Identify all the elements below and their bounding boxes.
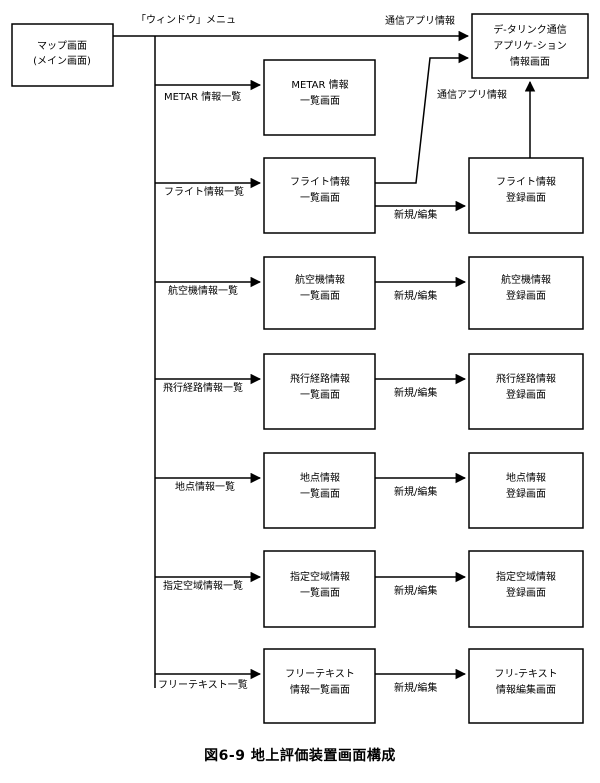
freetext-list-line1: フリーテキスト [285, 669, 355, 680]
route-reg-line2: 登録画面 [506, 388, 546, 401]
aircraft-reg-line1: 航空機情報 [501, 273, 551, 286]
metar-menu-label: METAR 情報一覧 [164, 90, 241, 103]
point-edit-label: 新規/編集 [394, 485, 437, 498]
flight-menu-label: フライト情報一覧 [164, 185, 244, 198]
freetext-reg-line1: フリ-テキスト [494, 669, 557, 680]
route-menu-label: 飛行経路情報一覧 [163, 381, 243, 394]
flight-edit-label: 新規/編集 [394, 208, 437, 221]
flight-reg-box [468, 157, 584, 234]
airspace-edit-label: 新規/編集 [394, 584, 437, 597]
freetext-menu-label: フリーテキスト一覧 [158, 679, 248, 691]
comm-app-label-top: 通信アプリ情報 [385, 14, 455, 27]
point-reg-box [468, 452, 584, 529]
point-list-line1: 地点情報 [300, 471, 340, 484]
airspace-reg-box [468, 550, 584, 628]
airspace-list-box [263, 550, 376, 628]
window-menu-label: 「ウィンドウ」メニュ [136, 14, 236, 26]
point-reg-line2: 登録画面 [506, 487, 546, 500]
metar-list-line2: 一覧画面 [300, 95, 340, 107]
airspace-list-line1: 指定空域情報 [290, 570, 350, 583]
point-reg-line1: 地点情報 [506, 471, 546, 484]
datalink-line1: デ-タリンク通信 [493, 23, 567, 36]
route-reg-line1: 飛行経路情報 [496, 372, 556, 385]
aircraft-edit-label: 新規/編集 [394, 289, 437, 302]
flight-list-line1: フライト情報 [290, 175, 350, 188]
route-list-line1: 飛行経路情報 [290, 372, 350, 385]
flight-reg-line2: 登録画面 [506, 191, 546, 204]
route-edit-label: 新規/編集 [394, 386, 437, 399]
aircraft-list-box [263, 256, 376, 330]
metar-list-box [263, 59, 376, 136]
freetext-edit-label: 新規/編集 [394, 681, 437, 694]
datalink-screen-box [471, 13, 589, 79]
aircraft-list-line2: 一覧画面 [300, 290, 340, 302]
route-list-box [263, 353, 376, 430]
aircraft-menu-label: 航空機情報一覧 [168, 284, 238, 297]
flight-list-box [263, 157, 376, 234]
freetext-list-box [263, 648, 376, 724]
map-screen-line2: (メイン画面) [33, 56, 91, 67]
figure-caption: 図6-9 地上評価装置画面構成 [204, 748, 396, 764]
route-list-line2: 一覧画面 [300, 389, 340, 401]
airspace-reg-line1: 指定空域情報 [496, 570, 556, 583]
flight-to-datalink-arrow [375, 52, 470, 184]
comm-app-label-mid: 通信アプリ情報 [437, 88, 507, 101]
point-list-box [263, 452, 376, 529]
aircraft-reg-box [468, 256, 584, 330]
point-menu-label: 地点情報一覧 [175, 480, 235, 493]
aircraft-list-line1: 航空機情報 [295, 273, 345, 286]
airspace-list-line2: 一覧画面 [300, 587, 340, 599]
freetext-list-line2: 情報一覧画面 [290, 683, 350, 696]
datalink-line2: アプリケ-ション [493, 40, 567, 52]
metar-list-line1: METAR 情報 [291, 78, 348, 91]
datalink-line3: 情報画面 [510, 55, 550, 68]
flight-reg-line1: フライト情報 [496, 175, 556, 188]
map-screen-line1: マップ画面 [37, 40, 87, 52]
airspace-reg-line2: 登録画面 [506, 586, 546, 599]
map-screen-box [11, 23, 114, 87]
freetext-reg-box [468, 648, 584, 724]
freetext-reg-line2: 情報編集画面 [496, 683, 556, 696]
flight-list-line2: 一覧画面 [300, 192, 340, 204]
airspace-menu-label: 指定空域情報一覧 [163, 579, 243, 592]
route-reg-box [468, 353, 584, 430]
point-list-line2: 一覧画面 [300, 488, 340, 500]
aircraft-reg-line2: 登録画面 [506, 289, 546, 302]
